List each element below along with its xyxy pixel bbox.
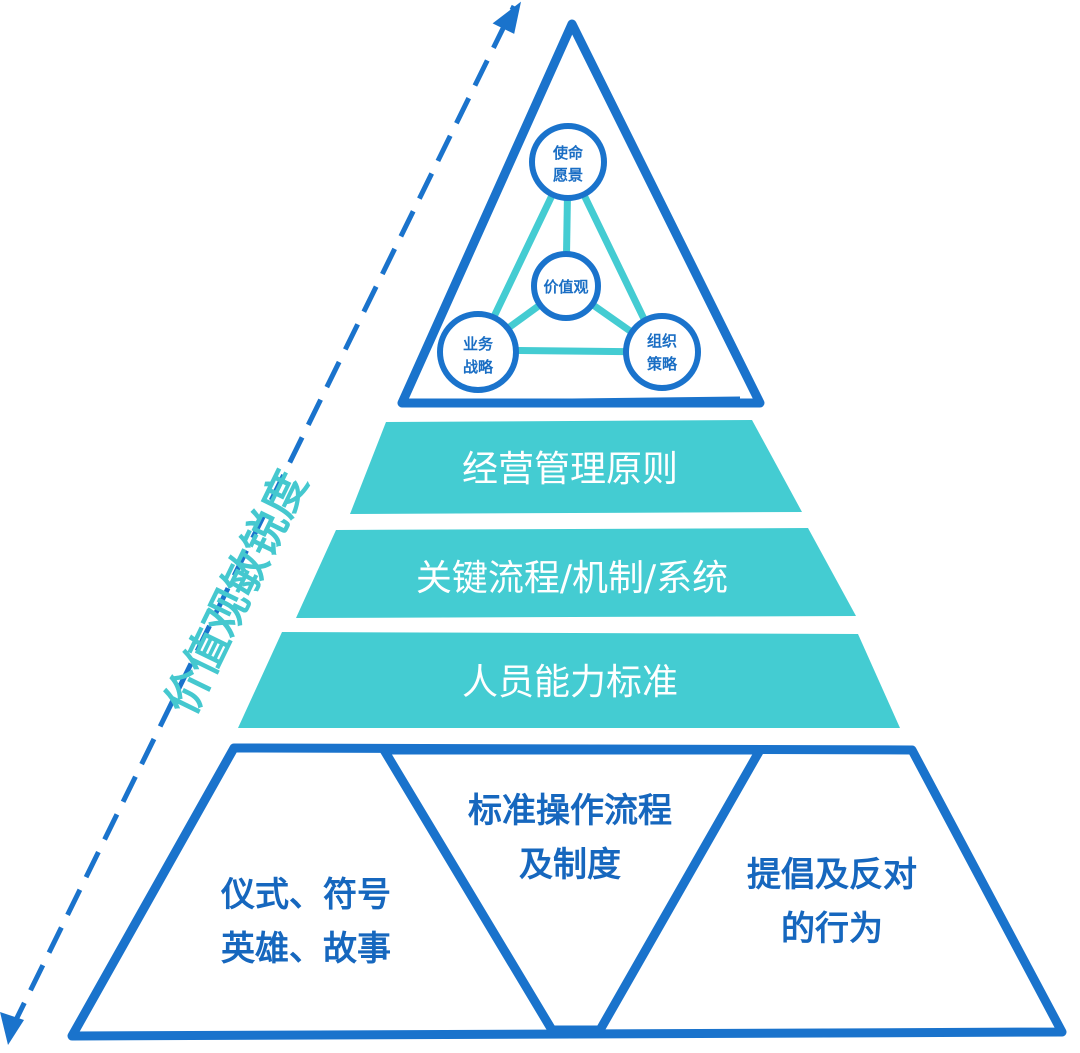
- node-values: 价值观: [531, 251, 601, 321]
- axis-arrowhead-bottom: [0, 1012, 24, 1045]
- band-management-principles-label: 经营管理原则: [462, 449, 678, 490]
- bottom-right-line1: 提倡及反对: [747, 855, 917, 895]
- node-business-line2: 战略: [463, 358, 494, 376]
- band-key-processes-label: 关键流程/机制/系统: [416, 558, 728, 599]
- node-mission-vision: 使命 愿景: [529, 123, 607, 201]
- band-capability-standards-label: 人员能力标准: [462, 662, 678, 703]
- node-org-strategy: 组织 策略: [623, 313, 701, 391]
- top-triangle: [397, 19, 765, 408]
- band-management-principles: [350, 420, 802, 514]
- node-business-strategy: 业务 战略: [437, 311, 519, 393]
- node-org-line1: 组织: [647, 332, 677, 350]
- bottom-middle-line1: 标准操作流程: [468, 791, 672, 831]
- node-mission-line1: 使命: [552, 144, 584, 162]
- bottom-left-line1: 仪式、符号: [220, 875, 391, 915]
- bottom-middle-line2: 及制度: [519, 845, 621, 885]
- value-sensitivity-axis-arrow: [9, 4, 517, 1030]
- inner-connector-triangle: [474, 158, 664, 356]
- bottom-left-line2: 英雄、故事: [221, 929, 391, 969]
- node-values-label: 价值观: [543, 278, 588, 296]
- axis-arrowhead-top: [492, 1, 522, 34]
- bottom-right-line2: 的行为: [781, 909, 883, 949]
- node-business-line1: 业务: [463, 335, 494, 353]
- top-triangle-base-stroke: [409, 396, 741, 404]
- bottom-middle-inverted-triangle: [379, 745, 765, 1035]
- node-org-line2: 策略: [646, 355, 678, 373]
- band-capability-standards: [238, 632, 900, 728]
- band-key-processes: [296, 528, 856, 618]
- node-mission-line2: 愿景: [553, 166, 583, 184]
